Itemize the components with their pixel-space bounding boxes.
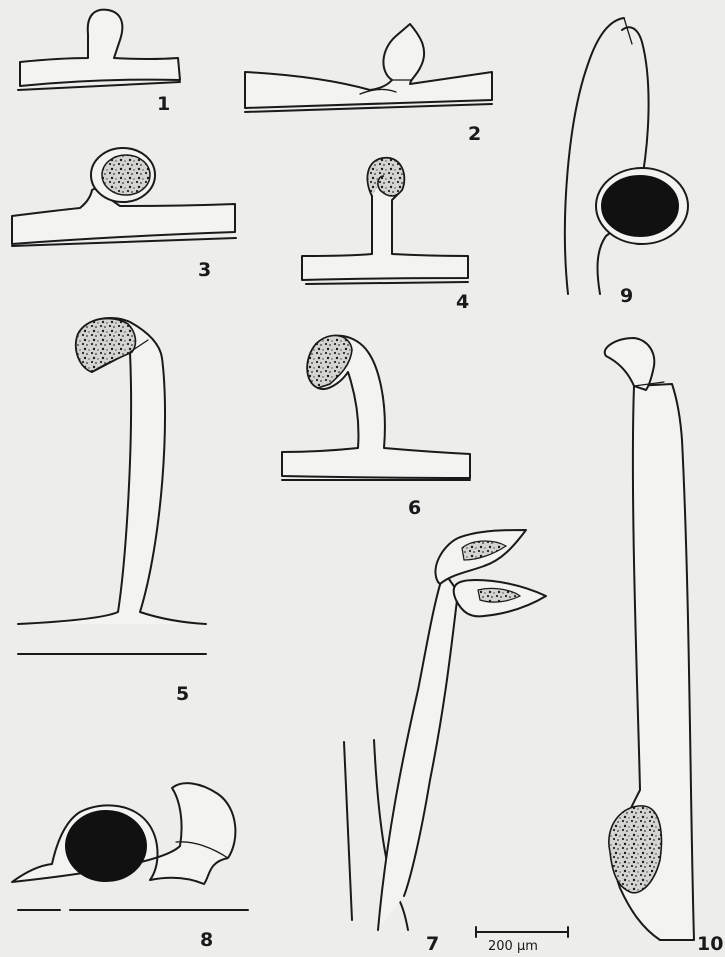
figure-label-5: 5: [176, 683, 189, 705]
figure-2: [245, 24, 492, 112]
scale-bar-label: 200 µm: [488, 939, 538, 954]
figure-label-9: 9: [620, 285, 633, 307]
figure-5: [18, 318, 206, 654]
figure-7: [344, 530, 546, 930]
figure-label-10: 10: [697, 933, 723, 955]
figure-3: [12, 148, 236, 246]
figure-8: [12, 783, 248, 910]
figure-label-1: 1: [157, 93, 170, 115]
figure-4: [302, 158, 468, 284]
scale-bar: 200 µm: [476, 927, 568, 954]
figure-label-3: 3: [198, 259, 211, 281]
figure-10: [605, 338, 694, 940]
figure-label-4: 4: [456, 291, 469, 313]
figure-6: [282, 335, 470, 480]
figure-label-2: 2: [468, 123, 481, 145]
figure-label-6: 6: [408, 497, 421, 519]
figure-1: [18, 10, 180, 90]
figure-label-8: 8: [200, 929, 213, 951]
figure-label-7: 7: [426, 933, 439, 955]
figure-9: [565, 18, 688, 294]
